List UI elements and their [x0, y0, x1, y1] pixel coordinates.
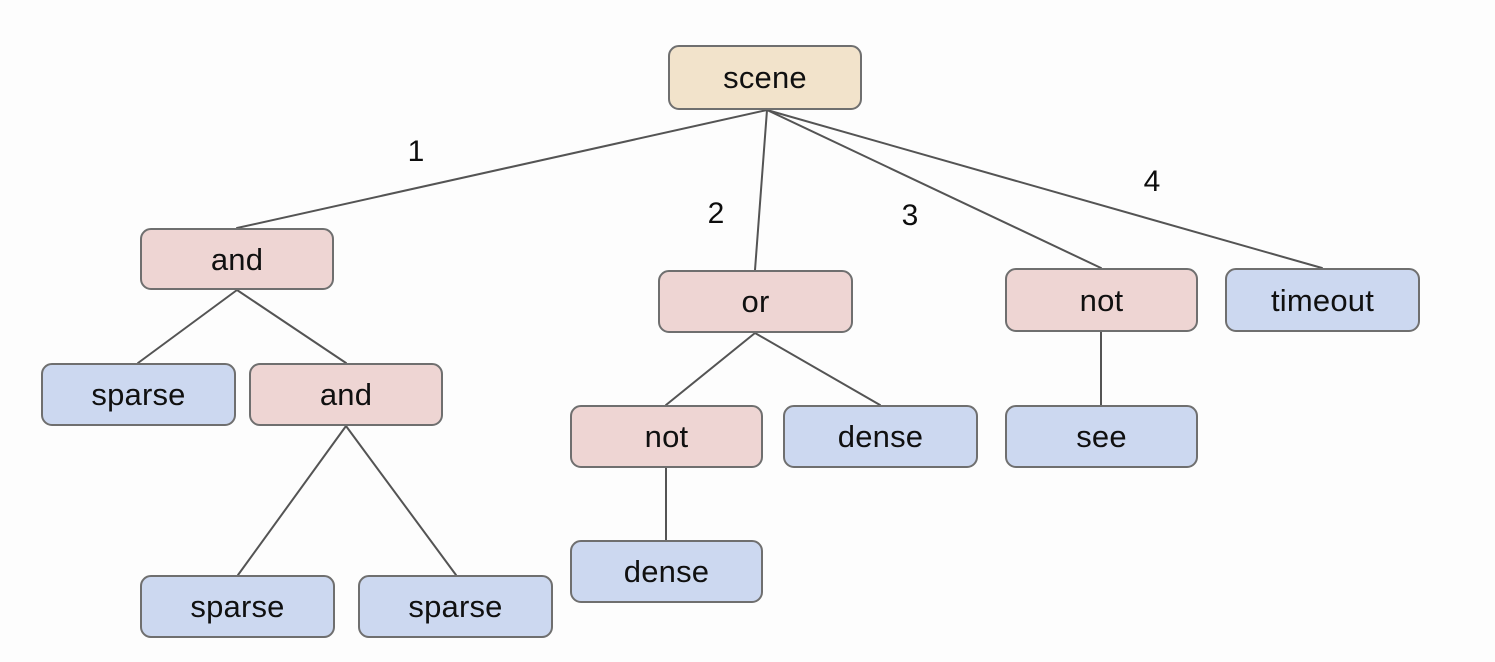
tree-node-label: or [741, 284, 770, 319]
tree-node-timeout1[interactable]: timeout [1225, 268, 1420, 332]
tree-node-not1[interactable]: not [570, 405, 763, 468]
tree-node-or1[interactable]: or [658, 270, 853, 333]
tree-node-label: and [210, 241, 264, 277]
tree-edge-scene-to-timeout1 [766, 109, 1323, 269]
tree-node-label: timeout [1270, 282, 1375, 318]
tree-node-not2[interactable]: not [1005, 268, 1198, 332]
tree-node-label: and [319, 377, 373, 412]
tree-node-and1[interactable]: and [140, 228, 334, 290]
edge-label-3: 3 [901, 199, 919, 232]
tree-node-sparse2[interactable]: sparse [140, 575, 335, 638]
tree-edge-and1-to-sparse1 [137, 289, 238, 364]
tree-node-see1[interactable]: see [1005, 405, 1198, 468]
tree-node-dense1[interactable]: dense [783, 405, 978, 468]
tree-node-label: see [1076, 419, 1127, 454]
tree-edge-and1-to-and2 [236, 289, 347, 364]
edge-label-4: 4 [1143, 165, 1161, 198]
tree-node-label: not [1079, 282, 1124, 318]
tree-node-scene[interactable]: scene [668, 45, 862, 110]
tree-edge-and2-to-sparse2 [237, 425, 347, 576]
tree-node-sparse3[interactable]: sparse [358, 575, 553, 638]
tree-node-label: scene [723, 60, 807, 95]
tree-node-label: sparse [408, 589, 503, 624]
tree-edge-scene-to-not2 [766, 109, 1102, 269]
edge-label-1: 1 [407, 135, 425, 168]
tree-node-label: dense [623, 554, 710, 589]
tree-node-and2[interactable]: and [249, 363, 443, 426]
tree-edge-and2-to-sparse3 [345, 425, 457, 576]
tree-edge-scene-to-or1 [754, 109, 768, 271]
tree-node-label: sparse [190, 589, 285, 624]
tree-node-sparse1[interactable]: sparse [41, 363, 236, 426]
tree-node-label: sparse [91, 377, 186, 412]
tree-edge-or1-to-not1 [665, 332, 756, 406]
tree-node-label: not [644, 419, 689, 454]
tree-edge-scene-to-and1 [236, 109, 768, 229]
tree-edge-or1-to-dense1 [754, 332, 881, 406]
tree-node-dense2[interactable]: dense [570, 540, 763, 603]
tree-node-label: dense [837, 419, 924, 454]
edge-label-2: 2 [707, 197, 725, 230]
